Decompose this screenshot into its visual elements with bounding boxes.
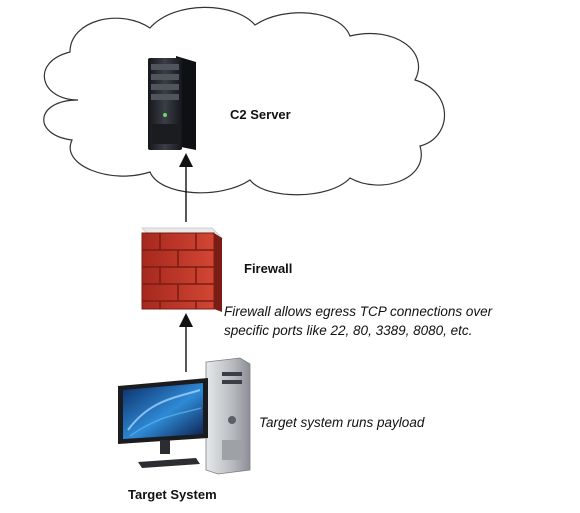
target-note: Target system runs payload xyxy=(259,415,425,430)
cloud-icon xyxy=(43,6,445,196)
target-system-label: Target System xyxy=(128,487,217,502)
firewall-note-line2: specific ports like 22, 80, 3389, 8080, … xyxy=(224,323,473,338)
c2-server-label: C2 Server xyxy=(230,107,291,122)
brick-wall-icon xyxy=(140,227,224,312)
desktop-computer-icon xyxy=(118,357,251,475)
server-tower-icon xyxy=(148,56,196,150)
firewall-note-line1: Firewall allows egress TCP connections o… xyxy=(224,304,493,319)
firewall-label: Firewall xyxy=(244,261,293,276)
